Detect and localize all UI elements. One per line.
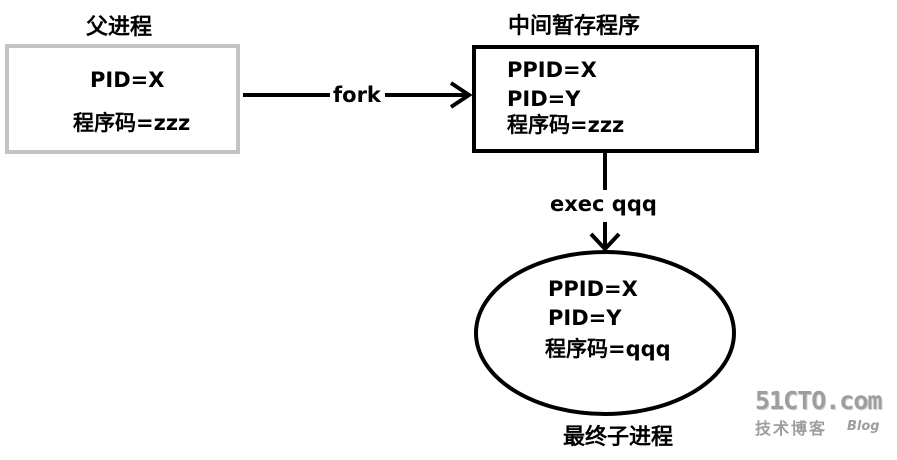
final-child-process-ellipse	[474, 250, 736, 416]
intermediate-code-label: 程序码=zzz	[507, 113, 625, 137]
fork-arrow-head	[449, 81, 473, 109]
watermark-site-text: 51CTO.com	[755, 386, 882, 415]
watermark-blog-text: Blog	[847, 419, 880, 434]
parent-process-title: 父进程	[86, 15, 153, 40]
final-child-code-label: 程序码=qqq	[545, 337, 671, 361]
final-child-pid-label: PID=Y	[548, 306, 622, 330]
exec-label: exec qqq	[550, 192, 657, 216]
exec-arrow-head	[589, 232, 621, 252]
parent-code-label: 程序码=zzz	[73, 111, 191, 135]
intermediate-process-title: 中间暂存程序	[508, 14, 641, 39]
intermediate-ppid-label: PPID=X	[507, 58, 597, 82]
intermediate-pid-label: PID=Y	[507, 87, 581, 111]
parent-process-box	[5, 44, 240, 154]
final-child-ppid-label: PPID=X	[548, 277, 638, 301]
parent-pid-label: PID=X	[90, 68, 165, 92]
fork-label: fork	[333, 83, 381, 107]
intermediate-process-box	[472, 45, 759, 153]
watermark-subtitle-text: 技术博客	[755, 419, 828, 438]
final-child-process-title: 最终子进程	[563, 425, 674, 450]
